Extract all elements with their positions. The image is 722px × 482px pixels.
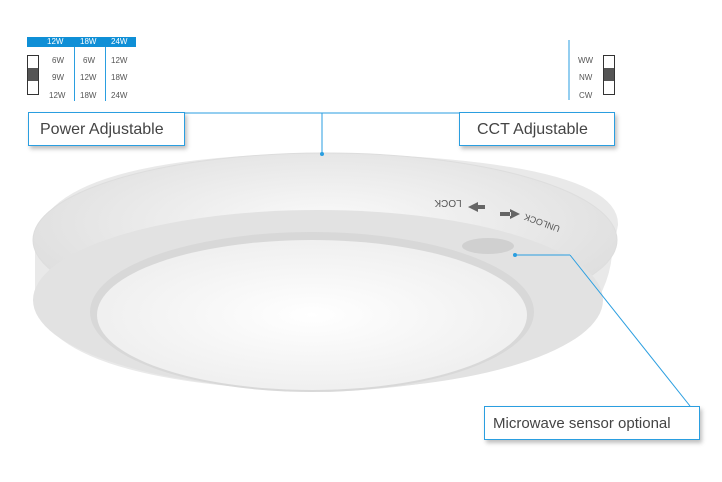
header-12w: 12W xyxy=(47,37,64,46)
power-cell: 6W xyxy=(52,56,64,65)
power-cell: 6W xyxy=(83,56,95,65)
power-cell: 18W xyxy=(80,91,97,100)
power-cell: 9W xyxy=(52,73,64,82)
power-adjustable-label: Power Adjustable xyxy=(28,112,185,146)
power-cell: 12W xyxy=(49,91,66,100)
power-cell: 18W xyxy=(111,73,128,82)
power-cell: 12W xyxy=(80,73,97,82)
cct-option: WW xyxy=(578,56,594,65)
header-24w: 24W xyxy=(111,37,128,46)
power-cell: 12W xyxy=(111,56,128,65)
power-cell: 24W xyxy=(111,91,128,100)
header-18w: 18W xyxy=(80,37,97,46)
microwave-sensor-label: Microwave sensor optional xyxy=(484,406,700,440)
power-dip-switch[interactable] xyxy=(27,55,39,95)
power-table-header: 12W 18W 24W xyxy=(27,37,136,47)
lock-text: LOCK xyxy=(434,197,462,208)
cct-dip-switch[interactable] xyxy=(603,55,615,95)
cct-option: CW xyxy=(579,91,593,100)
cct-option: NW xyxy=(579,73,593,82)
cct-adjustable-label: CCT Adjustable xyxy=(459,112,615,146)
